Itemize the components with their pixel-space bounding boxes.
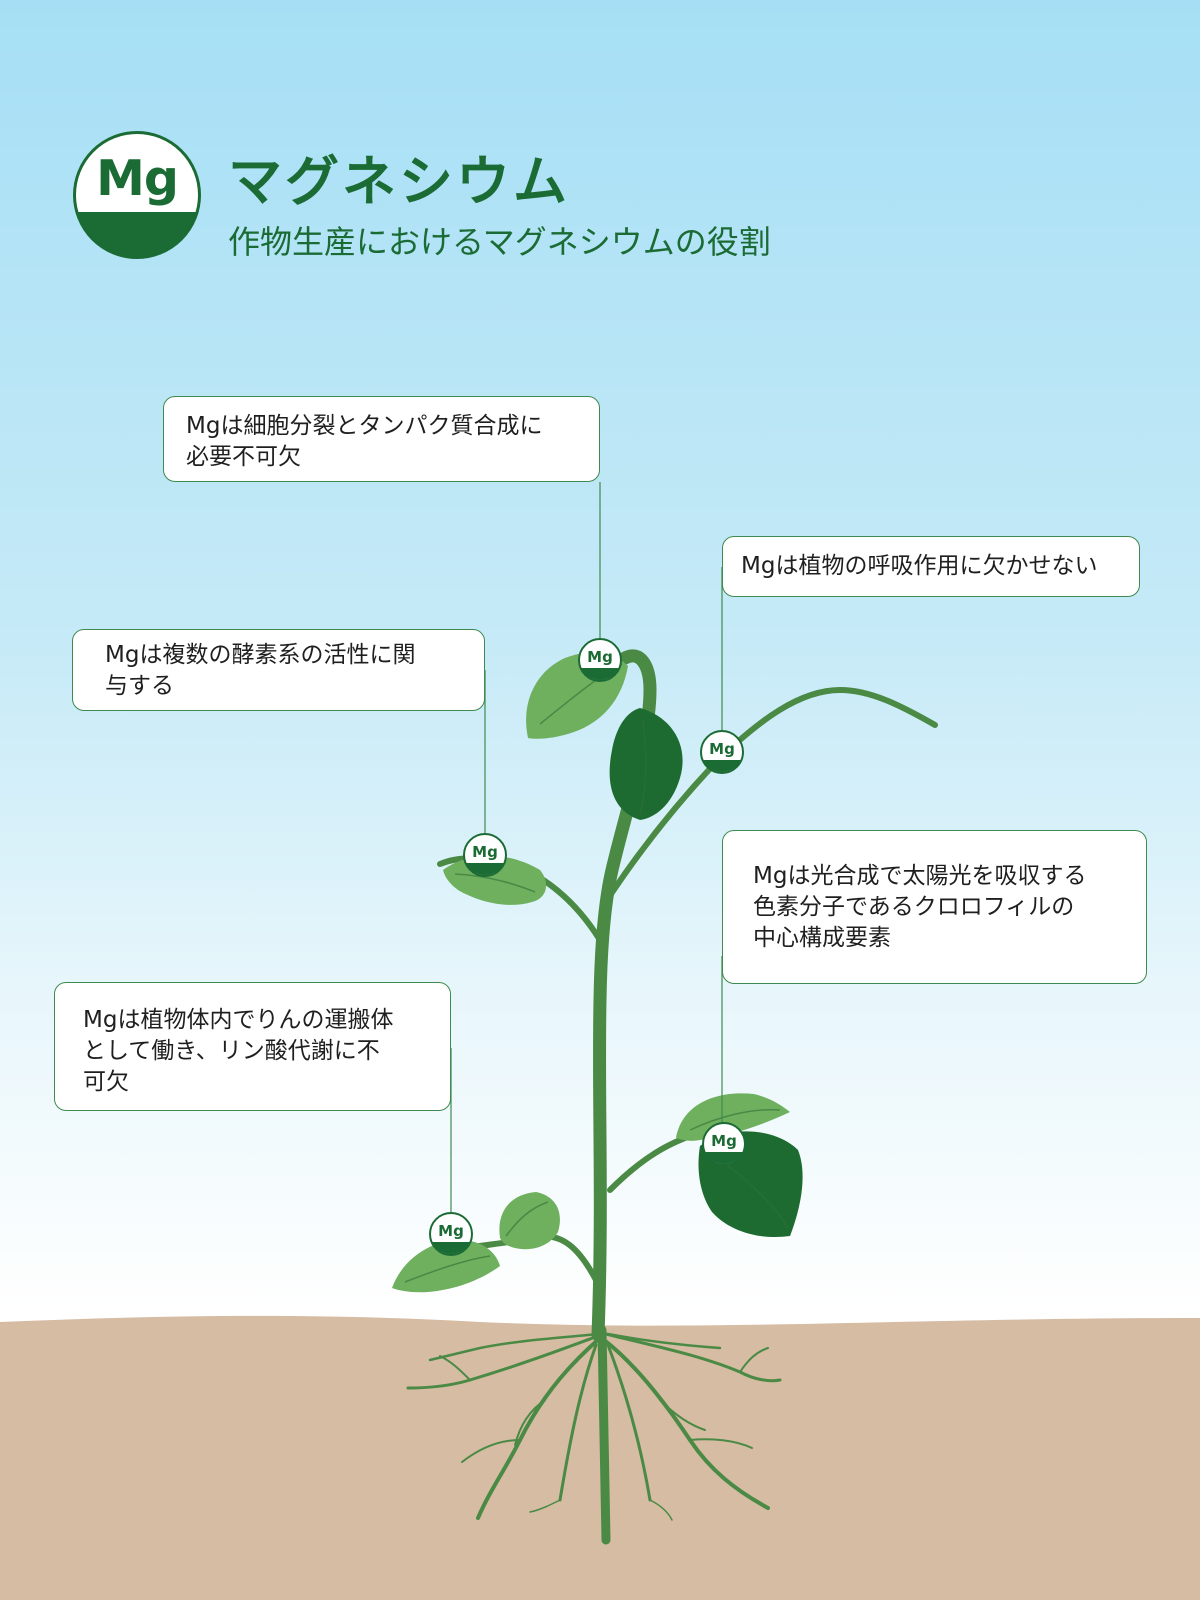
leader-lines (450, 482, 723, 1214)
callout-chlorophyll: Mgは光合成で太陽光を吸収する 色素分子であるクロロフィルの 中心構成要素 (722, 830, 1147, 984)
mg-marker-label: Mg (587, 648, 613, 666)
callout-cell-division: Mgは細胞分裂とタンパク質合成に 必要不可欠 (163, 396, 600, 482)
callout-respiration: Mgは植物の呼吸作用に欠かせない (722, 536, 1140, 597)
roots (406, 1325, 782, 1545)
leaf (499, 1192, 560, 1250)
callout-enzyme-systems: Mgは複数の酵素系の活性に関 与する (72, 629, 485, 711)
mg-badge: Mg (73, 131, 201, 259)
mg-marker-label: Mg (472, 843, 498, 861)
mg-marker: Mg (429, 1212, 473, 1256)
mg-marker: Mg (578, 638, 622, 682)
badge-symbol: Mg (96, 150, 179, 207)
mg-marker-label: Mg (709, 740, 735, 758)
page-title: マグネシウム (228, 150, 570, 213)
mg-marker: Mg (463, 833, 507, 877)
leaf (676, 1093, 790, 1141)
leaf (392, 1240, 500, 1293)
mg-marker: Mg (700, 730, 744, 774)
page-subtitle: 作物生産におけるマグネシウムの役割 (228, 223, 771, 261)
mg-marker: Mg (702, 1122, 746, 1166)
callout-phosphorus-carrier: Mgは植物体内でりんの運搬体 として働き、リン酸代謝に不 可欠 (54, 982, 451, 1111)
mg-marker-label: Mg (438, 1222, 464, 1240)
branches (437, 686, 938, 1283)
mg-marker-label: Mg (711, 1132, 737, 1150)
